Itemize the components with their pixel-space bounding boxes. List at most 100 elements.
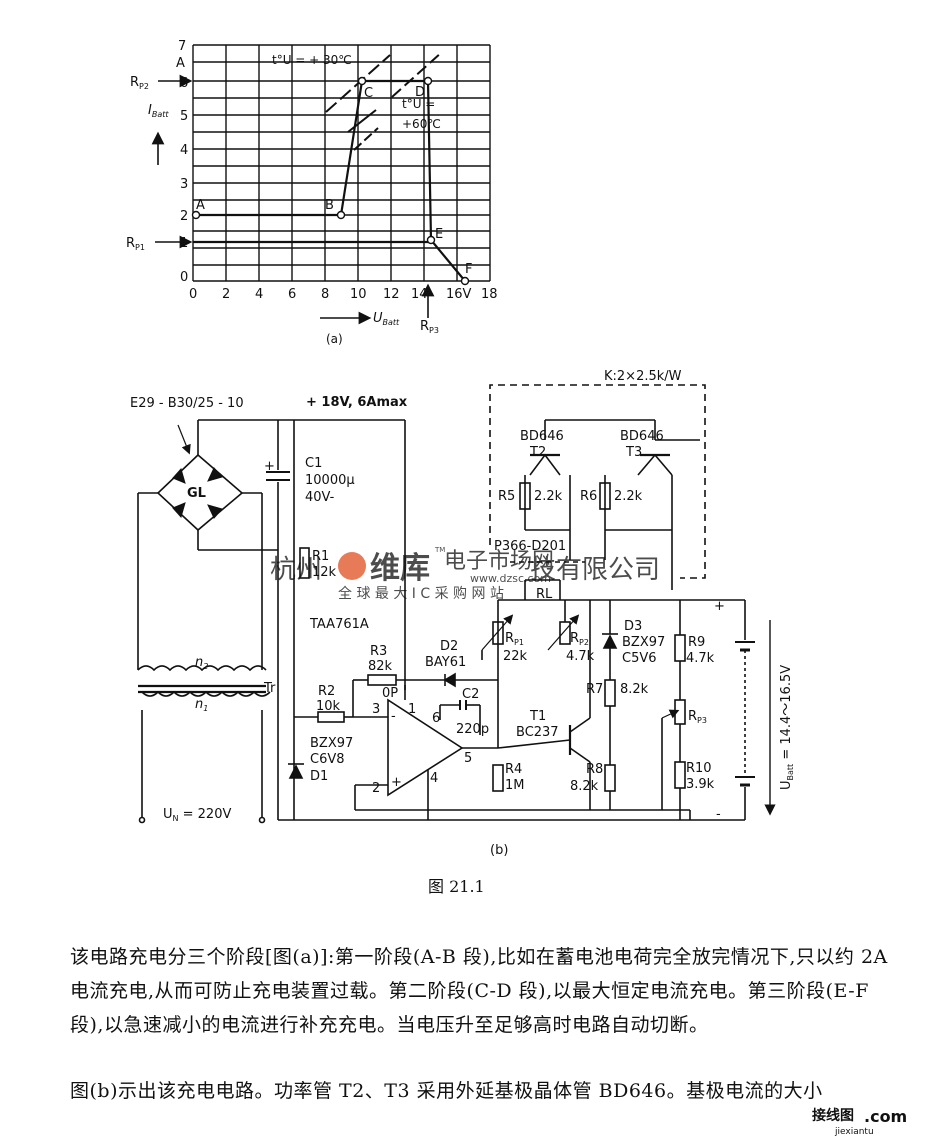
point-a: A [196, 198, 205, 213]
r5-label: R5 [498, 489, 515, 504]
r4-value: 1M [505, 778, 525, 793]
bridge-label: E29 - B30/25 - 10 [130, 396, 244, 411]
pin-4: 4 [430, 771, 438, 786]
batt-plus: + [714, 599, 725, 614]
r10-label: R10 [686, 761, 712, 776]
curve-60-label-2: +60℃ [402, 117, 441, 131]
r7-value: 8.2k [620, 682, 649, 697]
rp3-label-b: RP3 [688, 709, 707, 725]
point-b: B [325, 198, 334, 213]
x-tick: 18 [481, 287, 498, 302]
y-unit: A [176, 56, 185, 71]
y-tick: 3 [180, 177, 188, 192]
x-tick: 4 [255, 287, 263, 302]
r3-label: R3 [370, 644, 387, 659]
y-tick: 1 [180, 236, 188, 251]
r7-label: R7 [586, 682, 603, 697]
rp3-label: RP3 [420, 319, 439, 335]
x-tick: 10 [350, 287, 367, 302]
y-tick: 6 [180, 76, 188, 91]
t1-label: T1 [529, 709, 546, 724]
r5-value: 2.2k [534, 489, 563, 504]
ubatt-label-b: UBatt = 14.4～16.5V [779, 665, 795, 790]
d2-label: D2 [440, 639, 458, 654]
c2-value: 220p [456, 722, 489, 737]
watermark-logo-icon [338, 552, 366, 580]
x-tick: 8 [321, 287, 329, 302]
d1-label: D1 [310, 769, 328, 784]
r6-label: R6 [580, 489, 597, 504]
point-e: E [435, 227, 443, 242]
d1-value: C6V8 [310, 752, 345, 767]
point-d: D [415, 85, 425, 100]
paragraph-1: 该电路充电分三个阶段[图(a)]:第一阶段(A-B 段),比如在蓄电池电荷完全放… [70, 946, 888, 1036]
pin-minus: - [391, 709, 396, 724]
k-label: K:2×2.5k/W [604, 369, 682, 384]
transformer [137, 665, 271, 824]
r9-label: R9 [688, 635, 705, 650]
d3-value: C5V6 [622, 651, 657, 666]
d1-type: BZX97 [310, 736, 353, 751]
n1-label: n1 [195, 697, 208, 713]
supply-label: + 18V, 6Amax [306, 395, 408, 410]
d3-label: D3 [624, 619, 642, 634]
watermark-slogan: 全 球 最 大 I C 采 购 网 站 [338, 585, 504, 602]
d1-zener [288, 764, 304, 779]
pin-5: 5 [464, 751, 472, 766]
r2-label: R2 [318, 684, 335, 699]
paragraph-2: 图(b)示出该充电电路。功率管 T2、T3 采用外延基极晶体管 BD646。基极… [70, 1080, 823, 1102]
r1-body [299, 547, 310, 579]
tr-label: Tr [263, 681, 276, 696]
t1-value: BC237 [516, 725, 559, 740]
ibatt-label: IBatt [148, 103, 169, 119]
rp2-label: RP2 [130, 75, 149, 91]
ubatt-label: UBatt [373, 311, 400, 327]
temperature-lines [325, 51, 443, 151]
point-f: F [465, 262, 472, 277]
bridge-rectifier [137, 420, 278, 670]
opamp [387, 698, 464, 797]
watermark-company-mid: 电子市场网 [444, 549, 554, 574]
rp1-label: RP1 [126, 236, 145, 252]
watermark-url: www.dzsc.com [470, 572, 551, 585]
rp1-value: 22k [503, 649, 528, 664]
x-tick: 6 [288, 287, 296, 302]
relay-label: P366-D201 [494, 539, 566, 554]
t3-label: T3 [625, 445, 642, 460]
t2-type: BD646 [520, 429, 564, 444]
x-tick: 14 [411, 287, 428, 302]
r8-label: R8 [586, 762, 603, 777]
graph-grid [192, 44, 491, 282]
pin-1: 1 [408, 702, 416, 717]
curve-points [191, 76, 470, 286]
watermark: 杭州 维库 TM 电子市场网 技有限公司 www.dzsc.com 全 球 最 … [270, 546, 660, 602]
t3-type: BD646 [620, 429, 664, 444]
y-tick: 7 [178, 39, 186, 54]
r1-label: R1 [312, 549, 329, 564]
corner-site: jiexiantu [834, 1127, 874, 1137]
point-c: C [364, 86, 373, 101]
pin-6: 6 [432, 711, 440, 726]
rp2-label-b: RP2 [570, 631, 589, 647]
corner-logo: 接线图 .com jiexiantu [812, 1107, 907, 1137]
y-tick: 2 [180, 209, 188, 224]
un-label: UN = 220V [163, 807, 231, 823]
rp2-value: 4.7k [566, 649, 595, 664]
rp1-label-b: RP1 [505, 631, 524, 647]
r8-body [604, 764, 616, 792]
r9-body [674, 634, 686, 662]
watermark-logo-text: 维库 [370, 551, 430, 586]
r8-value: 8.2k [570, 779, 599, 794]
r3-body [367, 674, 397, 686]
batt-minus: - [716, 807, 721, 822]
x-tick: 12 [383, 287, 400, 302]
y-tick: 5 [180, 109, 188, 124]
pin-plus: + [391, 775, 402, 790]
rl-label: RL [536, 587, 553, 602]
heatsink-box [489, 384, 706, 579]
r3-value: 82k [368, 659, 393, 674]
d3-type: BZX97 [622, 635, 665, 650]
c1-label: C1 [305, 456, 322, 471]
x-tick: 2 [222, 287, 230, 302]
